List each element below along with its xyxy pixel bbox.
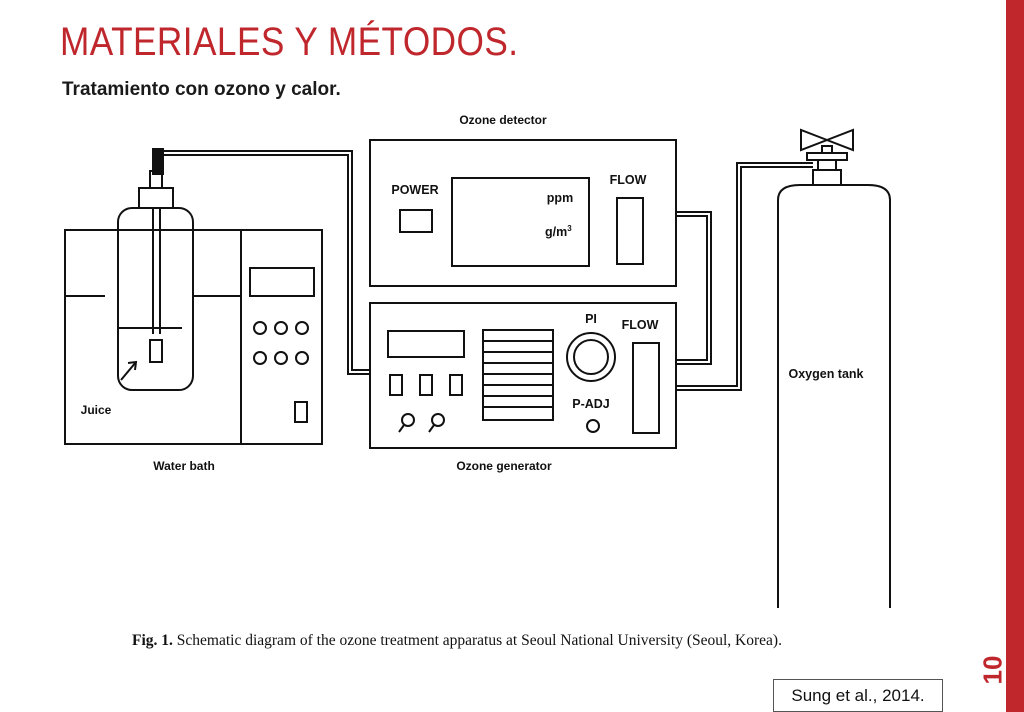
label-oxygen-tank: Oxygen tank	[788, 367, 863, 381]
figure-caption-text: Schematic diagram of the ozone treatment…	[172, 632, 782, 649]
label-juice: Juice	[81, 403, 112, 417]
label-ozone-detector: Ozone detector	[459, 113, 547, 127]
figure-caption: Fig. 1. Schematic diagram of the ozone t…	[132, 632, 782, 650]
label-water-bath: Water bath	[153, 459, 215, 473]
tubing	[162, 150, 813, 391]
figure-caption-label: Fig. 1.	[132, 632, 173, 649]
label-gm3: g/m3	[545, 224, 572, 239]
citation-box: Sung et al., 2014.	[773, 679, 943, 712]
label-ozone-generator: Ozone generator	[456, 459, 552, 473]
ozone-detector	[369, 139, 677, 287]
label-flow-generator: FLOW	[622, 318, 659, 332]
label-pi: PI	[585, 312, 597, 326]
ozone-generator	[369, 302, 677, 449]
probe-cap	[152, 148, 164, 175]
accent-bar	[1006, 0, 1024, 712]
label-gm3-base: g/m	[545, 225, 567, 239]
slide-number: 10	[978, 650, 1008, 690]
juice-bottle	[117, 170, 194, 391]
label-p-adj: P-ADJ	[572, 397, 610, 411]
label-flow-detector: FLOW	[610, 173, 647, 187]
oxygen-tank	[777, 128, 891, 610]
label-ppm: ppm	[547, 191, 573, 205]
slide-number-text: 10	[977, 655, 1008, 685]
apparatus-diagram: Ozone detector POWER ppm g/m3 FLOW PI FL…	[60, 108, 904, 610]
label-gm3-exp: 3	[567, 224, 572, 233]
apparatus-diagram-svg: Ozone detector POWER ppm g/m3 FLOW PI FL…	[64, 113, 891, 610]
label-power: POWER	[391, 183, 438, 197]
slide-title: MATERIALES Y MÉTODOS.	[60, 20, 519, 64]
slide-subtitle: Tratamiento con ozono y calor.	[62, 79, 341, 100]
